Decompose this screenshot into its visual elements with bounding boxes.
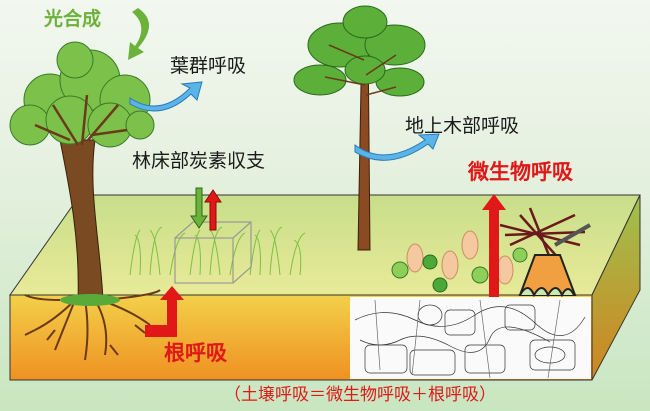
conifer-tree (293, 5, 426, 251)
microbial-respiration-label: 微生物呼吸 (468, 160, 573, 184)
grass-clumps (129, 226, 306, 276)
stem-respiration-arrow (354, 133, 440, 161)
chamber-flux-arrows (190, 187, 222, 231)
soil-fauna-illustration (350, 297, 591, 379)
root-respiration-arrow (145, 286, 184, 337)
photosynthesis-arrow (128, 8, 149, 60)
canopy-respiration-arrow (129, 81, 203, 112)
deadwood-pile (499, 207, 591, 298)
photosynthesis-label: 光合成 (44, 8, 102, 30)
broadleaf-tree (9, 41, 161, 361)
microbial-respiration-arrow (482, 194, 506, 297)
canopy-respiration-label: 葉群呼吸 (170, 55, 247, 77)
root-respiration-label: 根呼吸 (164, 341, 227, 365)
floor-carbon-balance-label: 林床部炭素収支 (132, 150, 266, 172)
stem-respiration-label: 地上木部呼吸 (405, 115, 520, 137)
measurement-chamber (174, 221, 252, 284)
soil-respiration-equation: （土壌呼吸＝微生物呼吸＋根呼吸） (224, 385, 496, 405)
leaf-litter (391, 230, 528, 293)
